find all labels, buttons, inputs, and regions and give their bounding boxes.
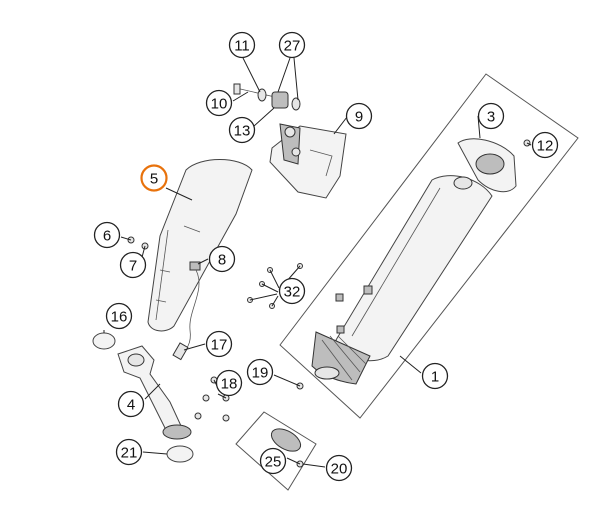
callout-9: 9 bbox=[345, 102, 373, 130]
callout-circle bbox=[278, 277, 306, 305]
callout-circle bbox=[259, 447, 287, 475]
callout-number: 10 bbox=[211, 96, 228, 113]
bolt-stack-part bbox=[233, 83, 301, 111]
callout-3: 3 bbox=[477, 102, 505, 130]
silencer-frame bbox=[279, 73, 579, 419]
callout-circle bbox=[531, 131, 559, 159]
callout-circle bbox=[119, 251, 147, 279]
callout-number: 5 bbox=[150, 171, 158, 188]
callout-1: 1 bbox=[421, 362, 449, 390]
callout-13: 13 bbox=[228, 116, 256, 144]
callout-27: 27 bbox=[278, 31, 306, 59]
callout-circle bbox=[278, 31, 306, 59]
callout-11: 11 bbox=[228, 31, 256, 59]
callout-number: 17 bbox=[211, 337, 228, 354]
gasket-part bbox=[92, 332, 116, 350]
callout-number: 32 bbox=[284, 284, 301, 301]
callout-circle bbox=[105, 302, 133, 330]
callout-circle bbox=[345, 102, 373, 130]
callout-5: 5 bbox=[140, 164, 168, 192]
callout-12: 12 bbox=[531, 131, 559, 159]
callout-7: 7 bbox=[119, 251, 147, 279]
end-cap-part bbox=[457, 138, 531, 193]
callout-circle bbox=[205, 330, 233, 358]
callout-circle bbox=[115, 438, 143, 466]
silencer-part bbox=[311, 175, 493, 385]
callout-circle bbox=[325, 454, 353, 482]
clamp-ring-part bbox=[166, 445, 194, 463]
callout-circle bbox=[228, 31, 256, 59]
callout-circle bbox=[228, 116, 256, 144]
callout-19: 19 bbox=[246, 358, 274, 386]
callout-10: 10 bbox=[205, 89, 233, 117]
callout-20: 20 bbox=[325, 454, 353, 482]
callout-number: 4 bbox=[127, 397, 135, 414]
callout-number: 20 bbox=[331, 461, 348, 478]
callout-number: 1 bbox=[431, 369, 439, 386]
callout-number: 16 bbox=[111, 309, 128, 326]
callout-circle bbox=[205, 89, 233, 117]
callout-circle bbox=[208, 245, 236, 273]
callout-number: 21 bbox=[121, 445, 138, 462]
callout-32: 32 bbox=[278, 277, 306, 305]
callout-circle bbox=[140, 164, 168, 192]
callout-6: 6 bbox=[93, 221, 121, 249]
callout-18: 18 bbox=[215, 369, 243, 397]
callout-circle bbox=[246, 358, 274, 386]
callout-circle bbox=[117, 390, 145, 418]
callout-labels: 11 27 10 13 9 3 12 5 6 7 8 32 16 17 19 18 1 4 21 25 20 bbox=[93, 31, 559, 482]
callout-number: 13 bbox=[234, 123, 251, 140]
sub-assembly-frame bbox=[235, 411, 317, 491]
callout-25: 25 bbox=[259, 447, 287, 475]
callout-circle bbox=[477, 102, 505, 130]
sensor-wire-part bbox=[172, 261, 201, 361]
callout-circle bbox=[93, 221, 121, 249]
manifold-part bbox=[117, 345, 192, 440]
callout-number: 3 bbox=[487, 109, 495, 126]
callout-circle bbox=[215, 369, 243, 397]
callout-8: 8 bbox=[208, 245, 236, 273]
callout-4: 4 bbox=[117, 390, 145, 418]
callout-21: 21 bbox=[115, 438, 143, 466]
callout-number: 18 bbox=[221, 376, 238, 393]
sub-assembly-part bbox=[270, 428, 304, 468]
callout-number: 9 bbox=[355, 109, 363, 126]
callout-16: 16 bbox=[105, 302, 133, 330]
callout-number: 12 bbox=[537, 138, 554, 155]
callout-circle bbox=[421, 362, 449, 390]
heat-shield-part bbox=[147, 159, 253, 332]
callout-number: 7 bbox=[129, 258, 137, 275]
callout-number: 11 bbox=[234, 38, 250, 55]
callout-number: 19 bbox=[252, 365, 269, 382]
bracket-part bbox=[269, 123, 347, 199]
callout-number: 6 bbox=[103, 228, 111, 245]
callout-17: 17 bbox=[205, 330, 233, 358]
callout-number: 27 bbox=[284, 38, 301, 55]
callout-number: 25 bbox=[265, 454, 282, 471]
callout-number: 8 bbox=[218, 252, 226, 269]
